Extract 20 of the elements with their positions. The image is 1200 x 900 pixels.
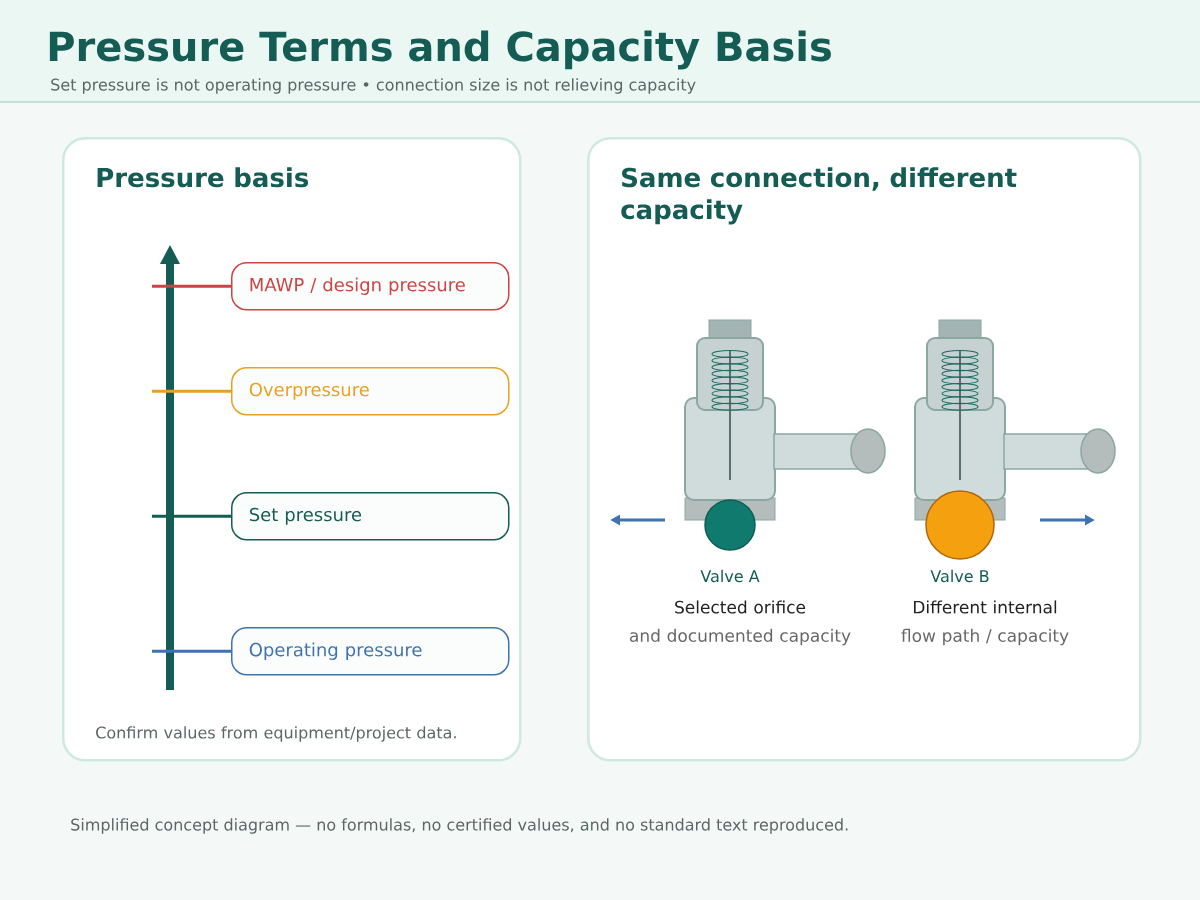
note-text: Confirm values from equipment/project data.: [96, 726, 456, 742]
valve-caption: and documented capacity: [629, 628, 851, 646]
leader-line: [152, 649, 231, 653]
level-box: MAWP / design pressure: [231, 262, 510, 311]
subtitle: Set pressure is not operating pressure • connection size is not relieving capacity: [51, 78, 696, 94]
level-box: Overpressure: [231, 367, 510, 416]
level-box: Operating pressure: [231, 627, 510, 676]
valve-caption: Selected orifice: [675, 600, 806, 614]
footnote: Simplified concept diagram — no formulas, no certified values, and no standard text reproduced.: [71, 818, 848, 834]
valve-label: Valve B: [930, 569, 989, 583]
leader-line: [152, 514, 231, 518]
panel-heading: Pressure basis: [97, 167, 309, 188]
valve-caption: Different internal: [913, 600, 1057, 614]
valve-label: Valve A: [700, 569, 760, 583]
valve-caption: flow path / capacity: [901, 628, 1069, 646]
leader-line: [152, 389, 231, 393]
level-box: Set pressure: [231, 492, 510, 541]
leader-line: [152, 284, 231, 288]
title: Pressure Terms and Capacity Basis: [49, 30, 831, 70]
panel-heading: Same connection, different capacity: [621, 167, 1017, 225]
